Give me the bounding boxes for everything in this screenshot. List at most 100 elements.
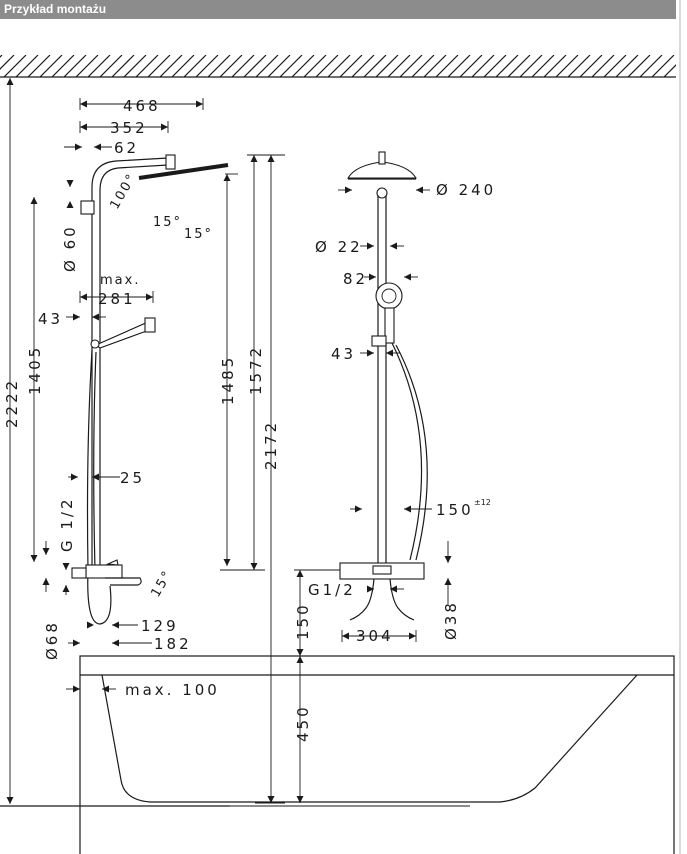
hatch-stroke [351, 55, 375, 77]
dim-82: 82 [343, 270, 368, 288]
hatch-stroke [39, 55, 63, 77]
dimension-arrowhead [250, 155, 258, 162]
hatch-stroke [639, 55, 663, 77]
dim-max-label: max. [100, 273, 140, 288]
hatch-stroke [375, 55, 399, 77]
hatch-stroke [183, 55, 207, 77]
dimension-arrowhead [42, 548, 50, 555]
hatch-stroke [435, 55, 459, 77]
dimension-arrowhead [73, 313, 80, 321]
hatch-stroke [51, 55, 75, 77]
dim-100-degrees: 100° [107, 170, 140, 212]
dim-43-left: 43 [38, 310, 63, 328]
hatch-stroke [483, 55, 507, 77]
dimension-arrowhead [80, 100, 87, 108]
hatch-stroke [231, 55, 255, 77]
dimension-arrowhead [92, 473, 99, 481]
hatch-stroke [411, 55, 435, 77]
dimension-arrowhead [367, 585, 374, 593]
hatch-stroke [255, 55, 279, 77]
dimension-arrowhead [66, 201, 74, 208]
dimension-arrowhead [250, 563, 258, 570]
hatch-stroke [555, 55, 579, 77]
dimension-arrowhead [80, 123, 87, 131]
hatch-stroke [207, 55, 231, 77]
dimension-arrowhead [444, 578, 452, 585]
section-title: Przykład montażu [4, 2, 107, 16]
bathtub [0, 655, 675, 854]
shower-front-view [339, 151, 428, 621]
dimension-arrowhead [6, 797, 14, 804]
dimension-arrowhead [30, 197, 38, 204]
dimension-arrowhead [112, 621, 119, 629]
dim-129: 129 [141, 617, 179, 635]
hatch-stroke [471, 55, 495, 77]
dimension-arrowhead [223, 174, 231, 181]
hatch-stroke [651, 55, 675, 77]
dimension-arrowhead [369, 273, 376, 281]
hatch-stroke [243, 55, 267, 77]
hatch-stroke [27, 55, 51, 77]
dim-diameter-240: Ø 240 [436, 181, 496, 199]
dim-281: 281 [98, 290, 136, 308]
dim-15-degrees-a: 15° [153, 215, 182, 230]
dimension-arrowhead [345, 186, 352, 194]
dim-150-vertical: 150 [294, 602, 312, 640]
dim-352: 352 [110, 119, 148, 137]
dimension-arrowhead [30, 555, 38, 562]
dim-15-degrees-b: 15° [184, 227, 213, 242]
hatch-stroke [447, 55, 471, 77]
hatch-stroke [147, 55, 171, 77]
dimension-arrowhead [355, 505, 362, 513]
dimension-arrowhead [404, 505, 411, 513]
dimension-arrowhead [267, 155, 275, 162]
hatch-stroke [459, 55, 483, 77]
dim-450: 450 [294, 704, 312, 742]
dimension-arrowhead [75, 143, 82, 151]
hatch-stroke [663, 64, 676, 77]
dimension-arrowhead [296, 796, 304, 803]
dim-g12-right: G1/2 [308, 581, 356, 599]
hatch-stroke [15, 55, 39, 77]
hatch-stroke [615, 55, 639, 77]
hatch-stroke [123, 55, 147, 77]
dim-g12-left: G 1/2 [58, 496, 76, 552]
dimension-arrowhead [66, 180, 74, 187]
hatch-stroke [627, 55, 651, 77]
dim-25: 25 [120, 469, 145, 487]
hatch-stroke [387, 55, 411, 77]
dimension-arrowhead [80, 293, 87, 301]
dimension-arrowhead [62, 585, 70, 592]
dim-diameter-22: Ø 22 [315, 238, 363, 256]
dim-62: 62 [114, 139, 139, 157]
hatch-stroke [279, 55, 303, 77]
hatch-stroke [63, 55, 87, 77]
hatch-stroke [291, 55, 315, 77]
hatch-stroke [519, 55, 543, 77]
dimension-arrowhead [367, 242, 374, 250]
hatch-stroke [3, 55, 27, 77]
dimension-arrowhead [267, 796, 275, 803]
ceiling-hatch [0, 55, 676, 78]
hatch-stroke [495, 55, 519, 77]
dimension-arrowhead [386, 349, 393, 357]
hatch-stroke [219, 55, 243, 77]
dimension-arrowhead [196, 100, 203, 108]
dimension-arrowhead [296, 570, 304, 577]
dimension-arrowhead [73, 685, 80, 693]
dimension-arrowhead [390, 242, 397, 250]
hatch-stroke [339, 55, 363, 77]
dimension-arrowhead [92, 313, 99, 321]
dimension-arrowhead [42, 578, 50, 585]
hatch-stroke [267, 55, 291, 77]
dimension-arrowhead [102, 685, 109, 693]
dimension-arrowhead [94, 143, 101, 151]
hatch-stroke [111, 55, 135, 77]
hatch-stroke [303, 55, 327, 77]
dim-2222: 2222 [3, 378, 21, 428]
dim-diameter-68: Ø68 [43, 620, 61, 660]
dimension-arrowhead [444, 556, 452, 563]
hatch-stroke [603, 55, 627, 77]
page-edge-rule [679, 0, 681, 854]
